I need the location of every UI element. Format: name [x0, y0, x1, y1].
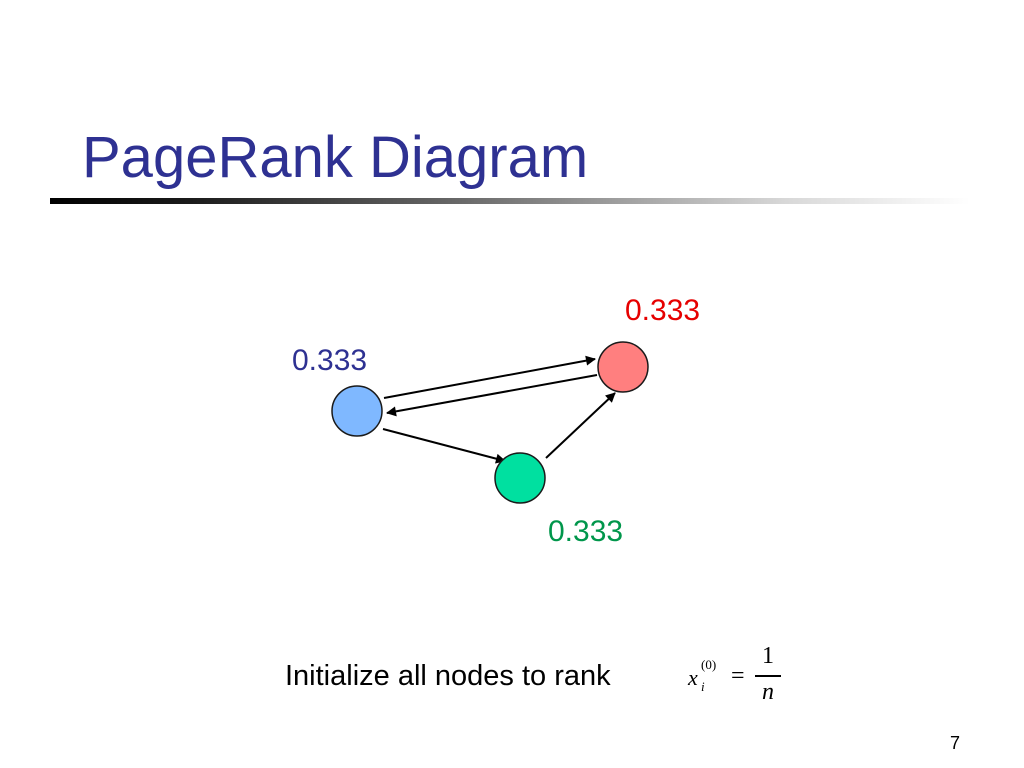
edge-red-to-blue [386, 374, 598, 417]
formula-variable: x [688, 665, 698, 690]
formula-equals: = [731, 663, 745, 689]
formula-subscript: i [701, 679, 705, 694]
formula-numerator: 1 [762, 643, 774, 669]
node-green-rank: 0.333 [548, 515, 624, 548]
node-blue-rank: 0.333 [292, 344, 368, 377]
edge-green-to-red [545, 392, 616, 459]
node-red [597, 341, 649, 393]
title-underline [50, 198, 970, 204]
node-blue [331, 385, 383, 437]
formula-denominator: n [762, 679, 774, 705]
page-number: 7 [950, 733, 961, 753]
initial-rank-formula: x (0) i = 1 n [688, 643, 788, 713]
node-green [494, 452, 546, 504]
formula-superscript: (0) [701, 657, 717, 672]
slide-title: PageRank Diagram [82, 125, 589, 190]
edge-blue-to-red [383, 355, 596, 399]
initialize-caption: Initialize all nodes to rank [285, 660, 611, 692]
formula-fraction-bar [755, 675, 781, 677]
edge-blue-to-green [382, 428, 506, 464]
node-red-rank: 0.333 [625, 294, 701, 327]
